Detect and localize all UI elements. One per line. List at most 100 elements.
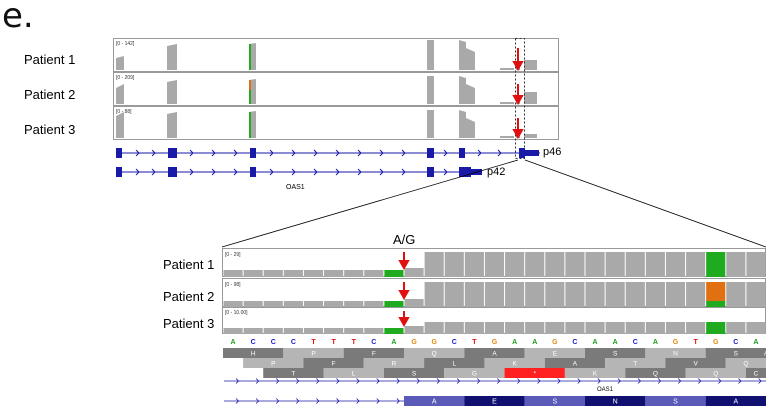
zoom-coverage-bar (746, 282, 766, 307)
exon-aa-label: A (733, 399, 738, 406)
zoom-coverage-bar (303, 328, 324, 334)
zoom-coverage-bar (283, 270, 303, 277)
zoom-coverage-bar (706, 252, 726, 277)
sequence-base: C (633, 339, 638, 346)
amino-acid-cell (444, 368, 505, 378)
zoom-coverage-bar (384, 270, 404, 277)
gene-model-p42 (116, 167, 482, 177)
gene-chevron (597, 378, 601, 384)
sequence-base: G (492, 339, 498, 346)
zoom-gene-name: OAS1 (597, 387, 614, 393)
amino-acid-cell (303, 358, 364, 368)
gene-chevron (698, 378, 702, 384)
amino-acid-label: T (633, 361, 637, 368)
gene-chevron (396, 378, 400, 384)
amino-acid-cell (585, 348, 646, 358)
zoom-coverage-bar (706, 282, 726, 301)
amino-acid-cell (745, 368, 766, 378)
zoom-patient-3-label: Patient 3 (163, 316, 215, 331)
exon-aa-label: A (432, 399, 437, 406)
sequence-base: C (452, 339, 457, 346)
gene-chevron (738, 378, 742, 384)
gene-chevron (497, 378, 501, 384)
amino-acid-cell (524, 348, 585, 358)
exon-aa-cell (404, 396, 465, 406)
zoom-coverage-bar (384, 301, 404, 307)
amino-acid-label: S (734, 351, 739, 358)
amino-acid-label: S (412, 371, 417, 378)
amino-acid-label: V (693, 361, 698, 368)
zoom-coverage-bar (625, 282, 645, 307)
gene-chevron (617, 378, 621, 384)
zoom-coverage-bar (625, 322, 645, 334)
amino-acid-cell (263, 368, 324, 378)
zoom-coverage-bar (424, 322, 444, 334)
zoom-coverage-bar (243, 270, 263, 277)
sequence-base: A (512, 339, 517, 346)
exon-aa-cell (705, 396, 766, 406)
zoom-patient-1-label: Patient 1 (163, 257, 215, 272)
amino-acid-cell (665, 358, 726, 368)
amino-acid-label: Q (713, 371, 718, 378)
gene-chevron (517, 378, 521, 384)
zoom-range-2: [0 - 98] (225, 282, 241, 288)
amino-acid-label: F (372, 351, 376, 358)
gene-chevron (356, 378, 360, 384)
zoom-coverage-bar (686, 322, 706, 334)
zoom-coverage-bar (484, 252, 505, 277)
exon-aa-cell (524, 396, 585, 406)
zoom-coverage-bar (746, 322, 766, 334)
amino-acid-label: K (512, 361, 517, 368)
sequence-base: A (532, 339, 537, 346)
sequence-base: A (231, 339, 236, 346)
gene-chevron (316, 398, 320, 404)
zoom-coverage-bar (565, 282, 585, 307)
zoom-coverage-bar (404, 326, 424, 334)
zoom-coverage-bar (525, 252, 545, 277)
gene-chevron (718, 378, 722, 384)
zoom-coverage-bar (545, 282, 565, 307)
zoom-coverage-bar (665, 282, 686, 307)
zoom-coverage-bar (484, 322, 505, 334)
sequence-base: A (753, 339, 758, 346)
amino-acid-cell (685, 368, 746, 378)
zoom-coverage-bar (243, 328, 263, 334)
amino-acid-cell (705, 348, 766, 358)
zoom-coverage-bar (283, 301, 303, 307)
amino-acid-label: A (492, 351, 497, 358)
exon-aa-cell (645, 396, 706, 406)
zoom-coverage-bar (243, 301, 263, 307)
zoom-coverage-bar (324, 270, 344, 277)
amino-acid-cell (283, 348, 344, 358)
amino-acid-cell (383, 368, 445, 378)
sequence-base: T (352, 339, 357, 346)
zoom-connector-left (221, 159, 519, 248)
amino-acid-label: S (613, 351, 618, 358)
gene-chevron (296, 398, 300, 404)
gene-chevron (376, 378, 380, 384)
isoform-p42-label: p42 (487, 166, 506, 178)
gene-chevron (356, 398, 360, 404)
zoom-coverage-bar (424, 282, 444, 307)
gene-chevron (557, 378, 561, 384)
amino-acid-label: T (291, 371, 295, 378)
zoom-coverage-bar (344, 270, 364, 277)
zoom-coverage-bar (364, 301, 384, 307)
zoom-coverage (223, 252, 766, 334)
zoom-coverage-bar (303, 270, 324, 277)
zoom-coverage-bar (484, 282, 505, 307)
zoom-coverage-bar (324, 301, 344, 307)
zoom-coverage-bar (565, 252, 585, 277)
zoom-coverage-bar (364, 328, 384, 334)
amino-acid-label: G (472, 371, 477, 378)
variant-label: A/G (393, 232, 416, 247)
zoom-coverage-bar (505, 252, 525, 277)
gene-chevron (637, 378, 642, 384)
sequence-base: T (472, 339, 477, 346)
sequence-base: C (572, 339, 577, 346)
zoom-coverage-bar (525, 322, 545, 334)
amino-acid-cell (605, 358, 666, 368)
exon-aa-label: E (492, 399, 497, 406)
